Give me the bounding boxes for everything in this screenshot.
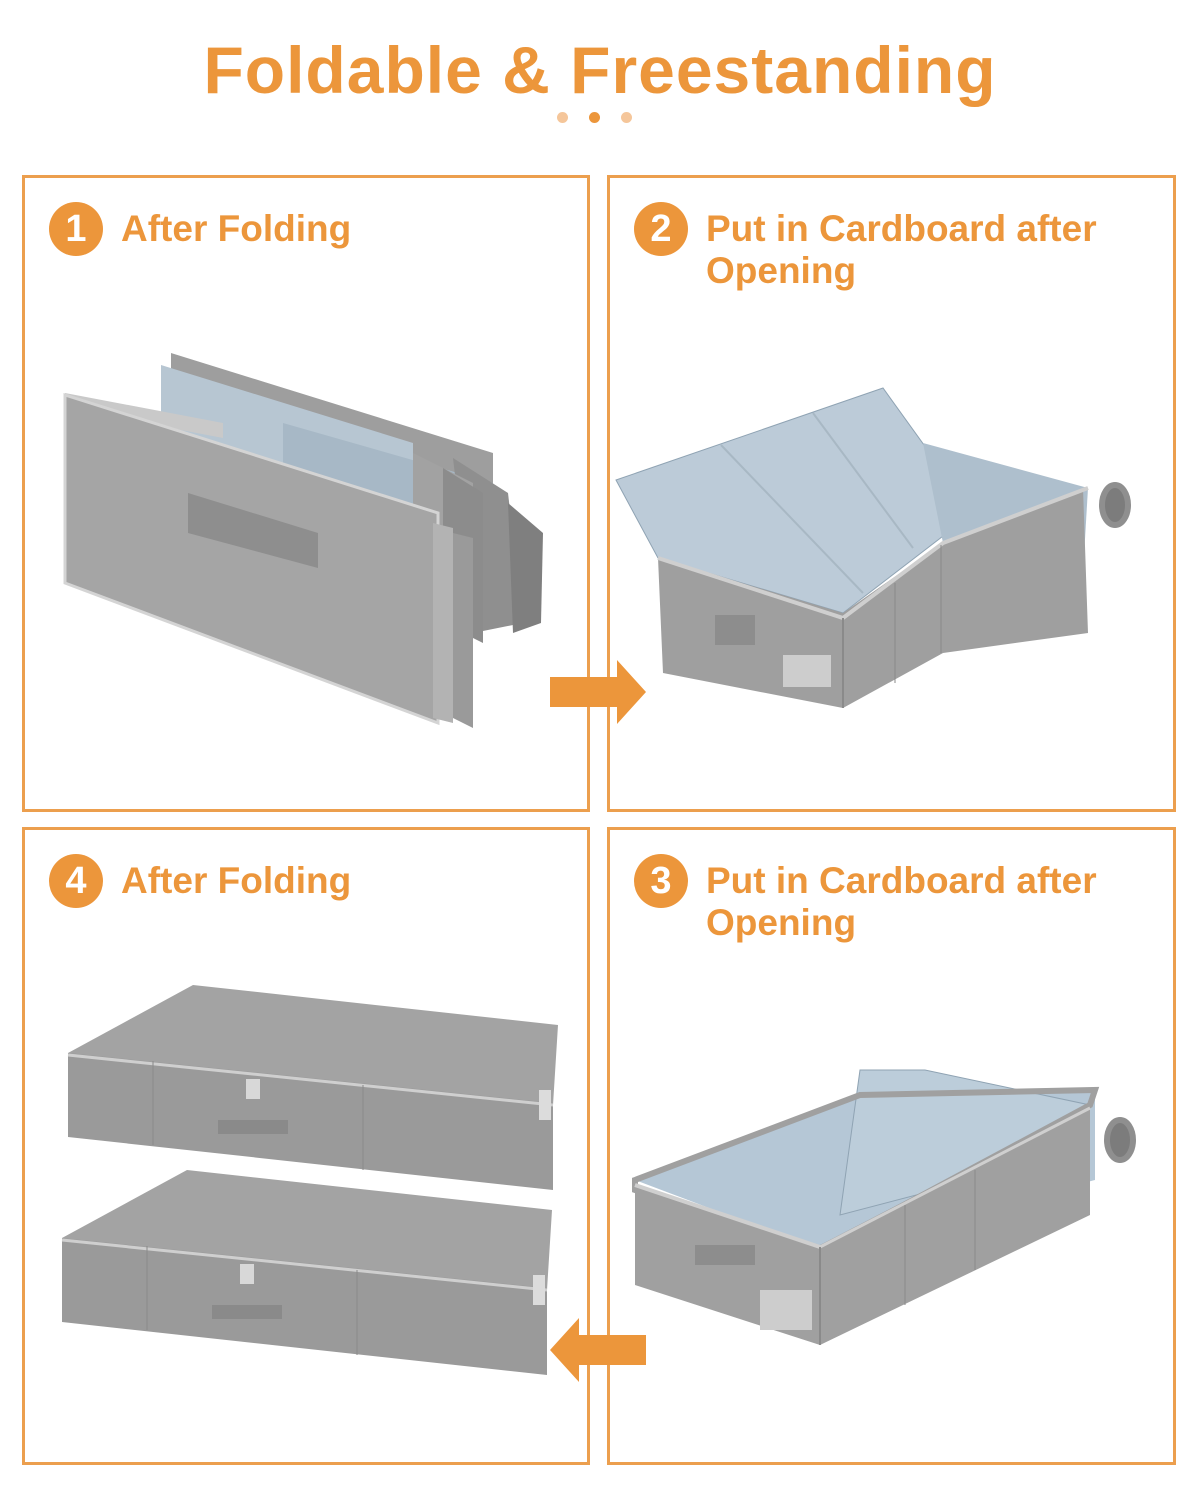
step-4-panel: 4 After Folding [22, 827, 590, 1465]
step-number-badge: 3 [634, 854, 688, 908]
folded-bag-image [63, 353, 543, 728]
page-title: Foldable & Freestanding [203, 33, 997, 107]
arrow-left-icon [550, 1318, 646, 1382]
carousel-dots [557, 112, 647, 124]
step-label: After Folding [121, 208, 352, 249]
zipped-boxes-image [61, 985, 558, 1375]
dot-1 [557, 112, 568, 123]
box-with-cardboard-image [632, 1069, 1136, 1345]
arrow-right-icon [550, 660, 646, 724]
step-number-badge: 2 [634, 202, 688, 256]
dot-3 [621, 112, 632, 123]
opened-box-image [615, 387, 1131, 708]
step-label: Put in Cardboard after Opening [706, 208, 1097, 291]
step-1-panel: 1 After Folding [22, 175, 590, 812]
step-number-badge: 1 [49, 202, 103, 256]
step-3-panel: 3 Put in Cardboard after Opening [607, 827, 1176, 1465]
dot-2 [589, 112, 600, 123]
step-2-panel: 2 Put in Cardboard after Opening [607, 175, 1176, 812]
step-label: Put in Cardboard after Opening [706, 860, 1097, 943]
step-label: After Folding [121, 860, 352, 901]
step-number-badge: 4 [49, 854, 103, 908]
